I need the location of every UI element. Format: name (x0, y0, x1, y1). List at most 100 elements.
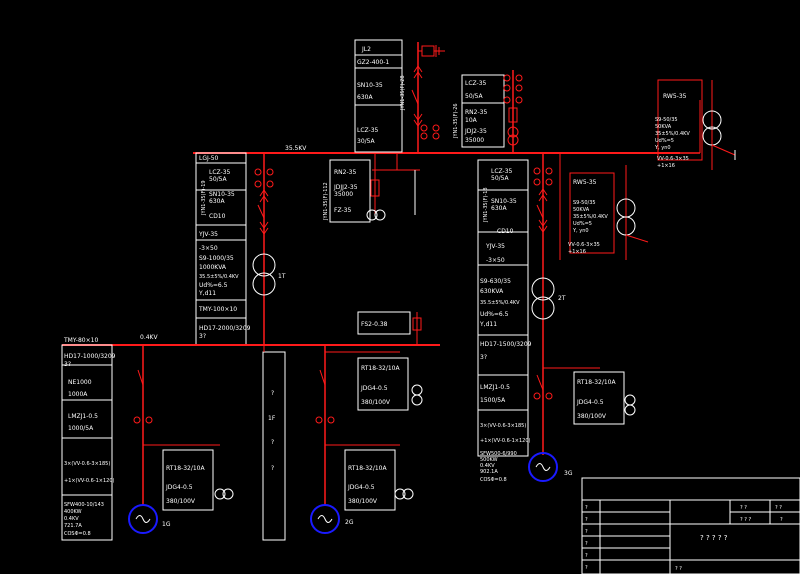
title-cell-b: ? ? ? (740, 517, 751, 523)
rw-top-label-2: 50KVA (655, 124, 672, 130)
rw-mid-label-5: Y, yn0 (572, 228, 589, 234)
t2-aux-jdg: JDG4-0.5 (576, 399, 604, 406)
incoming-panel: JL2 GZ2-400-1 SN10-35 630A LCZ-35 30/5A … (354, 39, 445, 153)
lv-mid-aux-rt: RT18-32/10A (348, 465, 387, 472)
incoming-label-4: LCZ-35 (357, 127, 379, 134)
lv-mid-aux2-rt: RT18-32/10A (361, 365, 400, 372)
lv-left-aux-jdg: JDG4-0.5 (165, 484, 193, 491)
pt-label-0: LCZ-35 (465, 80, 487, 87)
t1-label-8: S9-1000/35 (199, 255, 234, 262)
t2-cabinet: JYN1-35(F)-18 (483, 187, 489, 223)
lv-mid-aux2-jdg: JDG4-0.5 (360, 385, 388, 392)
lv-left-label-11: 0.4KV (64, 516, 79, 522)
pt-label-3: 10A (465, 117, 478, 124)
t2-label-2: SN10-35 (491, 198, 517, 205)
t2-label-4: CD10 (497, 228, 514, 235)
t2-label-21: 902.1A (480, 469, 498, 475)
incoming-label-3: 630A (357, 94, 373, 101)
lv-left-motor-label: 1G (162, 521, 171, 528)
rn-label-3: FZ-35 (334, 207, 351, 214)
t1-label-7: -3×50 (199, 245, 218, 252)
t2-label-19: 500KW (480, 457, 498, 463)
rw-top-label-7: +1×16 (657, 163, 675, 169)
t2-label-6: -3×50 (486, 257, 505, 264)
incoming-label-1: GZ2-400-1 (357, 59, 389, 66)
title-block: ? ? ? ? ? ? ? ? ? ? ? ? ? ? ? ? ? ? ? ? … (581, 477, 800, 574)
title-cell-a: ? ? (740, 505, 747, 511)
t1-label-5: CD10 (209, 213, 226, 220)
lv-left-label-13: COSΦ=0.8 (64, 531, 91, 537)
rw-mid-unit: RW5-35 S9-50/35 50KVA 35±5%/0.4KV Ud%=5 … (559, 153, 649, 260)
t1-label-1: LCZ-35 (209, 169, 231, 176)
t2-transformer-label: 2T (558, 295, 566, 302)
rn-cabinet: JYN1-35(F)-112 (323, 182, 329, 221)
t1-label-13: TMY-100×10 (198, 306, 237, 313)
lv-left-label-10: 400KW (64, 509, 82, 515)
title-row-1: ? (585, 517, 588, 523)
t1-label-11: Ud%=6.5 (199, 282, 228, 289)
title-row-0: ? (585, 505, 588, 511)
rw-top-label-6: VV-0.6-3×35 (657, 156, 689, 162)
rw-top-label-3: 35±5%/0.4KV (655, 131, 690, 137)
lv-left-label-4: 1000A (68, 391, 88, 398)
lv-cabinet-char-1: 1F (268, 415, 276, 422)
t2-aux-vt: 380/100V (577, 413, 607, 420)
lv-left-label-12: 721.7A (64, 523, 82, 529)
pt-label-2: RN2-35 (465, 109, 487, 116)
drawing-title: ? ? ? ? ? (700, 534, 728, 542)
lv-cabinet-char-2: ? (271, 439, 274, 446)
hv-bus-label: 35.5KV (285, 145, 307, 152)
lv-left-label-1: HD17-1000/3209 (64, 353, 116, 360)
title-cell-e: ? ? (675, 566, 682, 572)
lv-left-label-9: SFW400-10/143 (64, 502, 104, 508)
pt-label-5: 35000 (465, 137, 484, 144)
t2-label-12: HD17-1500/3209 (480, 341, 532, 348)
title-row-2: ? (585, 529, 588, 535)
lv-left-label-2: 3? (64, 361, 71, 368)
title-cell-d: ? (780, 517, 783, 523)
rw-mid-label-7: +1×16 (568, 249, 586, 255)
incoming-label-2: SN10-35 (357, 82, 383, 89)
t2-label-9: 35.5±5%/0.4KV (480, 300, 520, 306)
t1-cabinet: JYN1-35(F)-19 (201, 180, 207, 216)
t1-label-6: YJV-35 (198, 231, 218, 238)
title-row-3: ? (585, 541, 588, 547)
incoming-label-5: 30/5A (357, 138, 375, 145)
title-row-4: ? (585, 553, 588, 559)
t2-label-16: 3×(VV-0.6-3×185) (480, 423, 526, 429)
lv-mid-motor-label: 2G (345, 519, 354, 526)
rw-mid-label-1: S9-50/35 (573, 200, 596, 206)
lv-left-label-5: LMZJ1-0.5 (68, 413, 98, 420)
rn-label-2: 35000 (334, 191, 353, 198)
t2-label-1: 50/5A (491, 175, 509, 182)
title-cell-c: ? ? (775, 505, 782, 511)
t2-label-15: 1500/5A (480, 397, 506, 404)
t2-label-3: 630A (491, 205, 507, 212)
t2-motor-label: 3G (564, 470, 573, 477)
incoming-cabinet: JYN1-35(F)-28 (400, 75, 406, 111)
t2-label-7: S9-630/35 (480, 278, 511, 285)
t2-label-10: Ud%=6.5 (480, 311, 509, 318)
t1-label-14: HD17-2000/3209 (199, 325, 251, 332)
t1-label-10: 35.5±5%/0.4KV (199, 274, 239, 280)
t1-label-3: SN10-35 (209, 191, 235, 198)
t1-label-2: 50/5A (209, 176, 227, 183)
lv-mid-aux-vt: 380/100V (348, 498, 378, 505)
lv-bus: 0.4KV FS2-0.38 (62, 311, 440, 346)
lv-left-label-6: 1000/5A (68, 425, 94, 432)
t2-label-18: SFW500-6/990 (480, 451, 517, 457)
t2-aux-rt: RT18-32/10A (577, 379, 616, 386)
fs-label: FS2-0.38 (361, 321, 388, 328)
lv-left-label-7: 3×(VV-0.6-3×185) (64, 461, 110, 467)
t2-label-22: COSΦ=0.8 (480, 477, 507, 483)
t2-label-5: YJV-35 (485, 243, 505, 250)
lv-left-label-8: +1×(VV-0.6-1×120) (64, 478, 115, 484)
rw-top-label-5: Y, yn0 (654, 145, 671, 151)
lv-mid-aux2-vt: 380/100V (361, 399, 391, 406)
hv-bus: 35.5KV (193, 145, 680, 154)
rw-mid-label-0: RW5-35 (573, 179, 597, 186)
pt-label-1: 50/5A (465, 93, 483, 100)
pt-cabinet: JYN1-35(F)-26 (453, 103, 459, 139)
